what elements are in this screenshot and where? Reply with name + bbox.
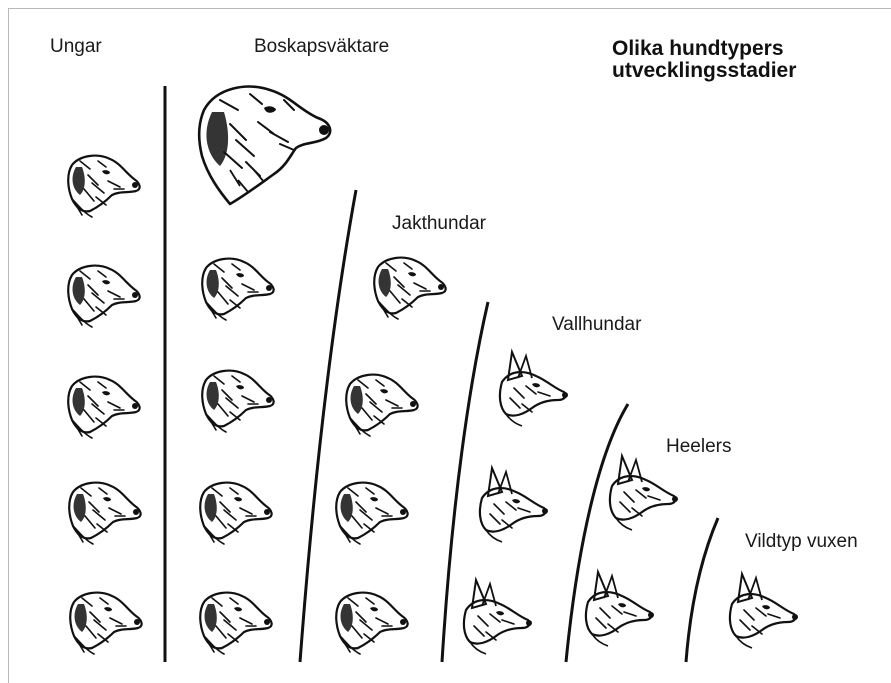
- hunting-head-1: [374, 258, 445, 319]
- hunting-head-3: [336, 483, 407, 544]
- puppy-head-5: [70, 593, 141, 654]
- puppy-head-4: [69, 483, 140, 544]
- herding-head-3: [464, 580, 532, 654]
- herding-head-1: [500, 352, 568, 426]
- guardian-head-3: [202, 371, 273, 432]
- divider-line-4: [566, 404, 628, 662]
- wild-type-head: [730, 574, 798, 648]
- heeler-head-1: [610, 456, 678, 530]
- heeler-head-2: [586, 572, 654, 646]
- guardian-head-5: [200, 593, 271, 654]
- puppy-head-3: [68, 377, 139, 438]
- guardian-head-4: [200, 483, 271, 544]
- guardian-head-2: [202, 259, 273, 320]
- herding-head-2: [480, 468, 548, 542]
- hunting-head-2: [346, 375, 417, 436]
- guardian-head-adult: [199, 87, 330, 204]
- hunting-head-4: [336, 593, 407, 654]
- puppy-head-1: [68, 156, 139, 217]
- puppy-head-2: [68, 266, 139, 327]
- divider-line-3: [442, 302, 488, 662]
- divider-line-5: [686, 518, 718, 662]
- divider-line-2: [300, 190, 356, 662]
